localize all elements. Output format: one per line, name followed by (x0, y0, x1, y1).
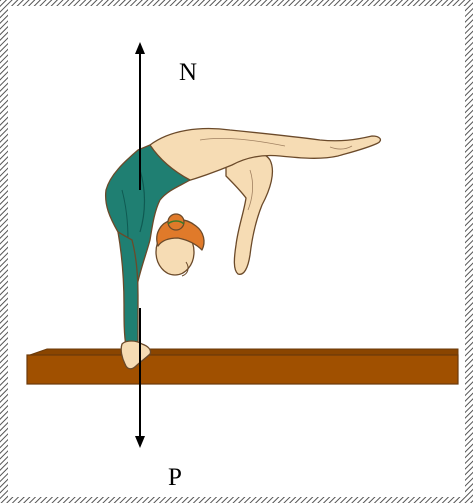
gymnast-bent-leg (226, 152, 272, 275)
weight-label: P (168, 464, 182, 491)
gymnast-figure (106, 129, 381, 369)
arrow-up-icon (135, 42, 145, 54)
arrow-down-icon (135, 436, 145, 448)
normal-force-label: N (179, 59, 197, 86)
balance-beam (27, 349, 458, 384)
